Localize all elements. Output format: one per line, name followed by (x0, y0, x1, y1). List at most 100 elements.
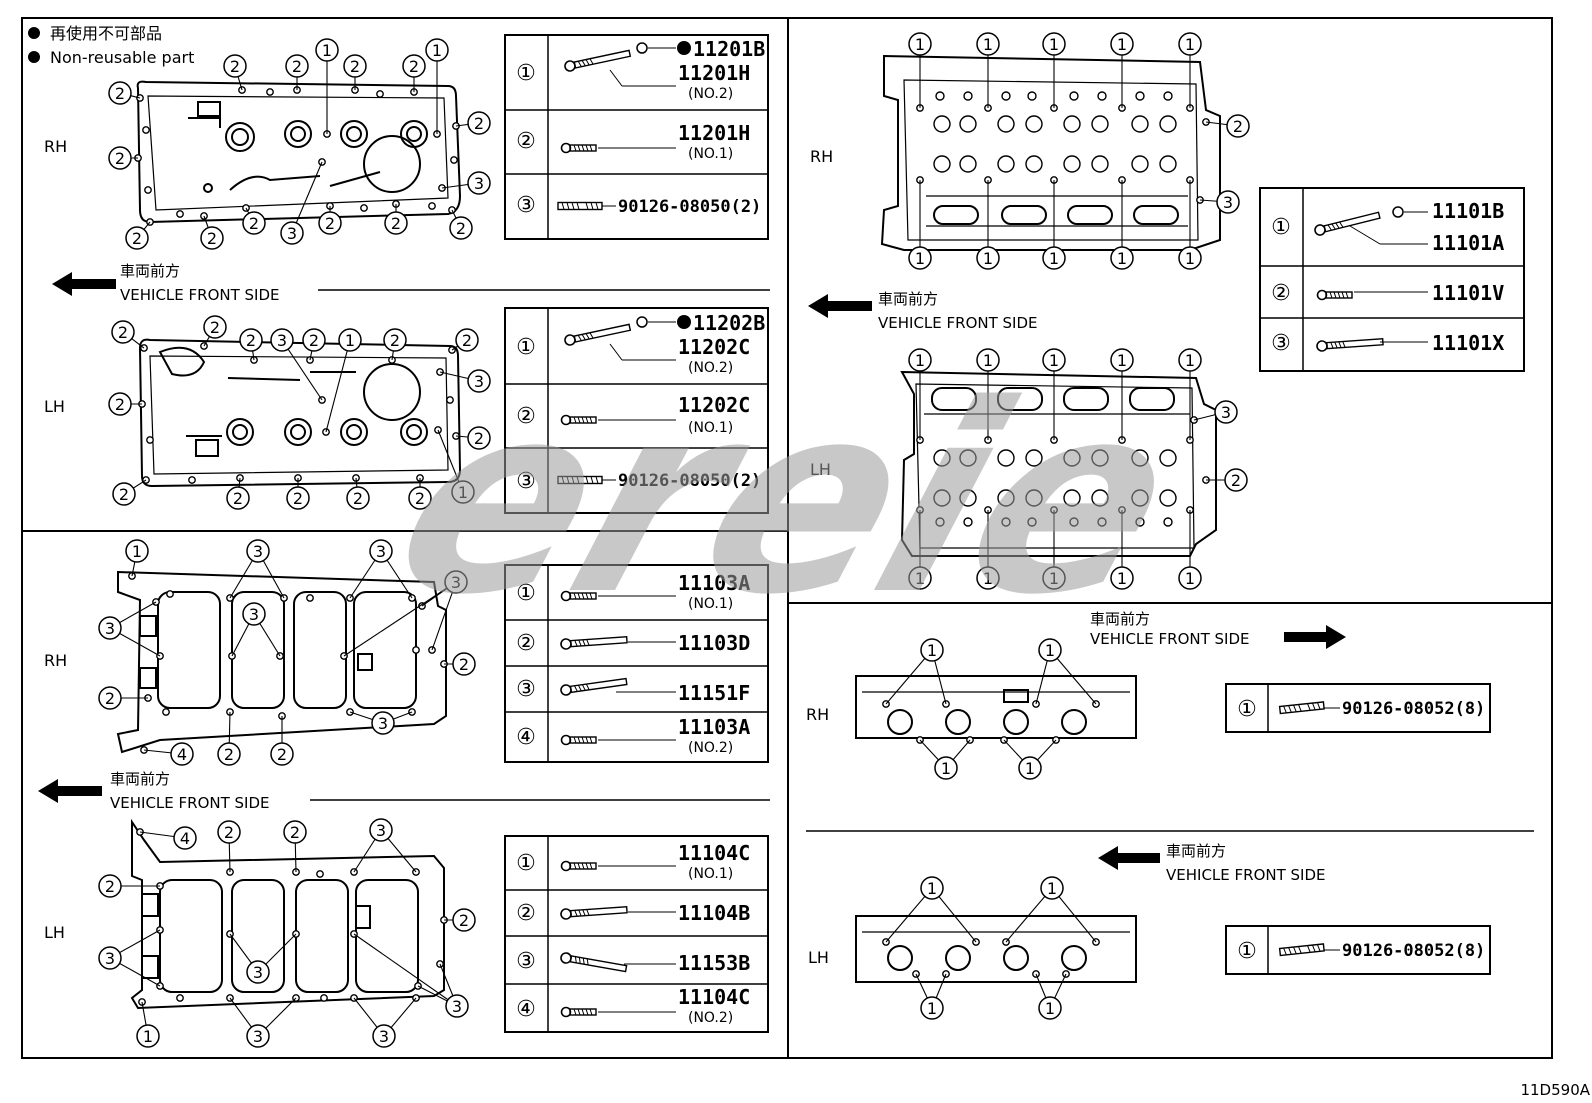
part-sub: (NO.2) (688, 740, 733, 756)
callout-bubble: 3 (246, 539, 270, 563)
cylinder-head-rh-drawing (880, 54, 1221, 251)
parts-table-head: ① 11101B 11101A ② 11101V ③ 11101X (1259, 187, 1525, 372)
callout-circle (125, 539, 149, 563)
part-sub: (NO.1) (688, 146, 733, 162)
callout-circle (1040, 876, 1064, 900)
callout-circle (1216, 190, 1240, 214)
callout-bubble: 1 (1042, 32, 1066, 56)
callout-number: 1 (432, 41, 442, 60)
callout-circle (425, 38, 449, 62)
bolt-hole (1159, 155, 1177, 173)
callout-number: 4 (177, 745, 187, 764)
callout-circle (908, 246, 932, 270)
part-number: 11104B (678, 901, 750, 925)
legend: 再使用不可部品 Non-reusable part (28, 24, 194, 67)
callout-bubble: 1 (1018, 756, 1042, 780)
callout-circle (451, 480, 475, 504)
svg-text:VEHICLE FRONT SIDE: VEHICLE FRONT SIDE (1090, 630, 1250, 648)
callout-number: 2 (459, 911, 469, 930)
part-number: 11103A (678, 571, 750, 595)
bolt-hole (959, 449, 977, 467)
leader-line (343, 581, 457, 657)
callout-circle (242, 602, 266, 626)
vehicle-front-indicator: 車両前方 VEHICLE FRONT SIDE (38, 770, 770, 812)
watermark: ereie (365, 348, 1210, 651)
bolt-hole (428, 202, 436, 210)
callout-circle (111, 320, 135, 344)
bolt-hole (1001, 517, 1011, 527)
side-label-rh: RH (44, 651, 67, 670)
callout-bubble: 2 (455, 328, 479, 352)
callout-number: 1 (915, 249, 925, 268)
bolt-hole (188, 476, 196, 484)
callout-number: 2 (119, 485, 129, 504)
leader-line (291, 161, 323, 234)
callout-circle (108, 392, 132, 416)
callout-bubble: 2 (286, 486, 310, 510)
callout-circle (242, 211, 266, 235)
part-sub: (NO.1) (688, 596, 733, 612)
bolt-hole (144, 186, 152, 194)
row-number: ① (1237, 939, 1257, 964)
callout-bubble: 2 (302, 328, 326, 352)
callout-circle (112, 482, 136, 506)
bolt-hole (316, 870, 324, 878)
vehicle-front-indicator: 車両前方 VEHICLE FRONT SIDE (808, 290, 1038, 332)
callout-circle (976, 246, 1000, 270)
callout-number: 3 (452, 997, 462, 1016)
callout-circle (98, 686, 122, 710)
bolt-hole (320, 994, 328, 1002)
callout-circle (283, 820, 307, 844)
callout-bubble: 1 (976, 348, 1000, 372)
callout-circle (125, 226, 149, 250)
bolt-hole (963, 91, 973, 101)
bolt-hole (1091, 115, 1109, 133)
callout-circle (108, 146, 132, 170)
arrow-left-icon (52, 272, 116, 296)
bolt-hole (933, 449, 951, 467)
callout-bubble: 2 (283, 820, 307, 844)
row-number: ① (516, 335, 536, 360)
callout-circle (136, 1024, 160, 1048)
callout-circle (1178, 246, 1202, 270)
callout-number: 1 (1185, 569, 1195, 588)
callout-circle (1110, 246, 1134, 270)
callout-circle (976, 348, 1000, 372)
callout-bubble: 1 (908, 32, 932, 56)
callout-number: 2 (325, 214, 335, 233)
callout-number: 3 (1223, 193, 1233, 212)
washer-icon (636, 316, 648, 328)
callout-number: 1 (915, 351, 925, 370)
callout-circle (1178, 566, 1202, 590)
callout-number: 1 (1117, 351, 1127, 370)
callout-bubble: 2 (1224, 468, 1248, 492)
callout-number: 2 (474, 429, 484, 448)
leader-line (1005, 887, 1053, 943)
callout-bubble: 2 (239, 328, 263, 352)
callout-number: 3 (376, 821, 386, 840)
legend-ja: 再使用不可部品 (50, 24, 162, 43)
callout-circle (1038, 996, 1062, 1020)
callout-number: 1 (983, 351, 993, 370)
callout-number: 1 (1049, 351, 1059, 370)
leader-line (353, 933, 458, 1007)
callout-number: 2 (230, 57, 240, 76)
leader-line (431, 581, 457, 651)
callout-circle (369, 539, 393, 563)
callout-circle (343, 54, 367, 78)
callout-circle (372, 1024, 396, 1048)
parts-table-stud-lh: ① 90126-08052(8) (1225, 925, 1491, 975)
callout-circle (1042, 246, 1066, 270)
callout-number: 2 (1233, 117, 1243, 136)
arrow-left-icon (808, 294, 872, 318)
callout-circle (246, 960, 270, 984)
callout-number: 3 (277, 331, 287, 350)
callout-bubble: 2 (242, 211, 266, 235)
callout-number: 1 (322, 41, 332, 60)
callout-bubble: 1 (1042, 246, 1066, 270)
bolt-hole (176, 210, 184, 218)
callout-number: 2 (210, 318, 220, 337)
callout-circle (1042, 348, 1066, 372)
side-label-lh: LH (808, 948, 829, 967)
callout-number: 2 (353, 489, 363, 508)
